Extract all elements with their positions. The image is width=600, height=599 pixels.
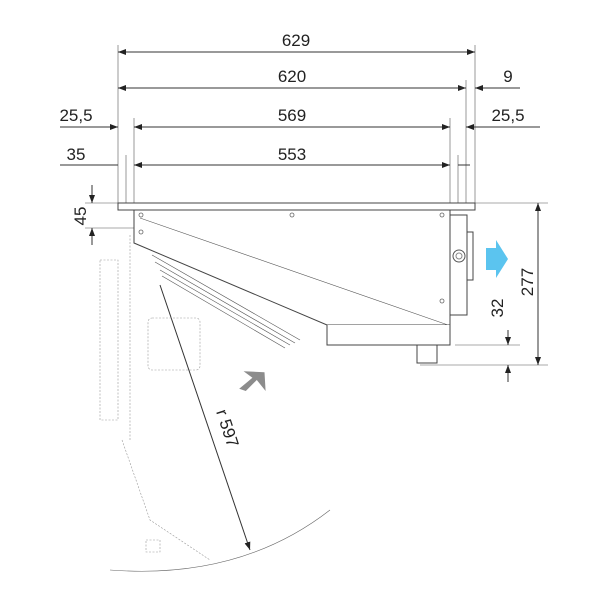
junction-box [449,214,468,316]
cable-gland-icon [452,249,466,263]
arrow-right-icon [486,240,508,278]
dim-body-width: 620 [278,67,306,86]
drain-connector [416,344,438,364]
drip-tray [326,325,451,346]
dim-total-height: 277 [518,268,537,296]
housing [133,209,451,326]
dim-right-offset: 9 [503,67,512,86]
dim-swing-radius: r 597 [212,407,242,450]
dim-bottom-offset: 32 [488,299,507,318]
dim-left-margin-2: 35 [67,145,86,164]
dim-inner-width-2: 553 [278,145,306,164]
dim-right-margin: 25,5 [491,106,524,125]
dimension-lines [60,49,541,551]
mounting-plate [117,202,476,211]
dim-inner-width-1: 569 [278,106,306,125]
dim-overall-width: 629 [282,31,310,50]
mounting-holes [138,212,445,304]
dim-left-margin-1: 25,5 [59,106,92,125]
arrow-up-right-icon [239,371,266,391]
coil-fins [151,254,301,349]
cooler-unit [117,202,476,364]
dim-top-height: 45 [71,207,90,226]
